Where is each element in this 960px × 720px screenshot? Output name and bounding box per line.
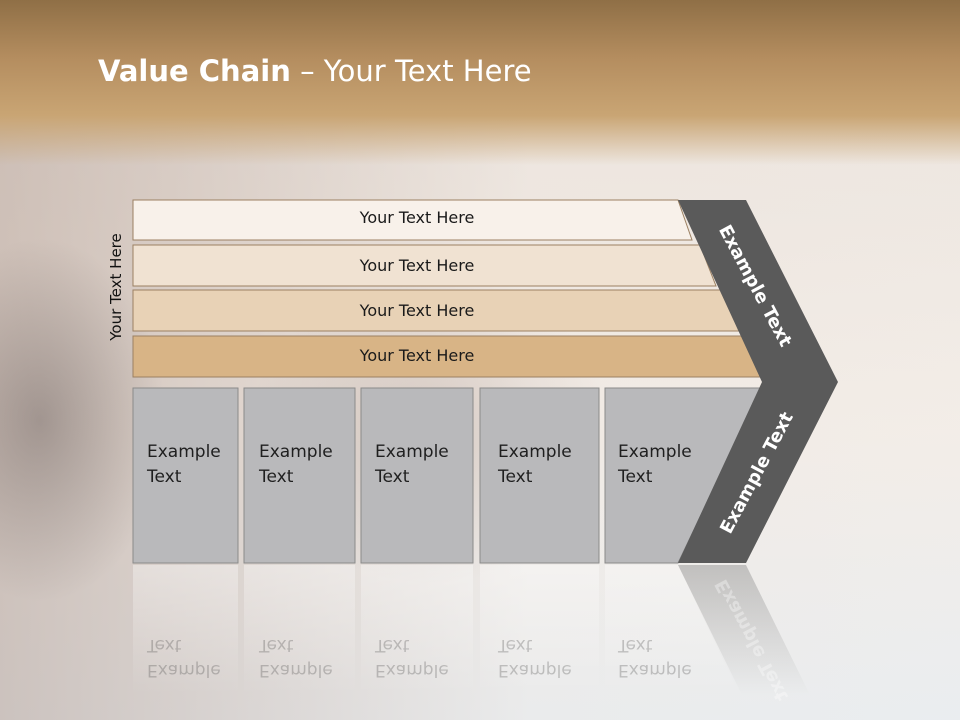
box-4-reflection-label: Example Text: [498, 632, 572, 682]
box-3-reflection-label: Example Text: [375, 632, 449, 682]
box-2-reflection-line2: Text: [259, 635, 294, 655]
box-3-line1: Example: [375, 442, 449, 462]
box-3-reflection: [361, 565, 473, 695]
box-4-line2: Text: [498, 467, 533, 487]
title-band: [0, 0, 960, 165]
box-5-reflection: [605, 565, 740, 695]
title-rest: – Your Text Here: [290, 54, 532, 88]
bar-2: [132, 244, 717, 287]
box-3-line2: Text: [375, 467, 410, 487]
box-2-reflection-line1: Example: [259, 660, 333, 680]
bar-4-label: Your Text Here: [359, 346, 475, 365]
box-1-reflection: [133, 565, 238, 695]
box-5-reflection-line2: Text: [618, 635, 653, 655]
box-2-reflection: [244, 565, 355, 695]
box-3: [360, 387, 474, 564]
box-1-reflection-line1: Example: [147, 660, 221, 680]
box-4-reflection: [480, 565, 599, 695]
box-4-reflection-line1: Example: [498, 660, 572, 680]
bar-3-label: Your Text Here: [359, 301, 475, 320]
bar-1: [132, 199, 693, 241]
box-2: [243, 387, 356, 564]
title-bold: Value Chain: [98, 54, 291, 88]
box-3-reflection-line1: Example: [375, 660, 449, 680]
box-3-reflection-line2: Text: [375, 635, 410, 655]
box-5-line2: Text: [618, 467, 653, 487]
box-5-reflection-line1: Example: [618, 660, 692, 680]
box-5-line1: Example: [618, 442, 692, 462]
box-2-line2: Text: [259, 467, 294, 487]
box-4-line1: Example: [498, 442, 572, 462]
box-1: [132, 387, 239, 564]
box-1-line2: Text: [147, 467, 182, 487]
bar-1-label: Your Text Here: [359, 208, 475, 227]
chevron-arrow: [678, 200, 838, 563]
box-4-reflection-line2: Text: [498, 635, 533, 655]
box-1-reflection-line2: Text: [147, 635, 182, 655]
box-1-line1: Example: [147, 442, 221, 462]
box-4: [479, 387, 600, 564]
bar-2-label: Your Text Here: [359, 256, 475, 275]
slide-title: Value Chain – Your Text Here: [98, 54, 532, 88]
box-5-reflection-label: Example Text: [618, 632, 692, 682]
box-2-line1: Example: [259, 442, 333, 462]
box-1-reflection-label: Example Text: [147, 632, 221, 682]
chevron-reflection: [678, 565, 810, 695]
box-2-reflection-label: Example Text: [259, 632, 333, 682]
